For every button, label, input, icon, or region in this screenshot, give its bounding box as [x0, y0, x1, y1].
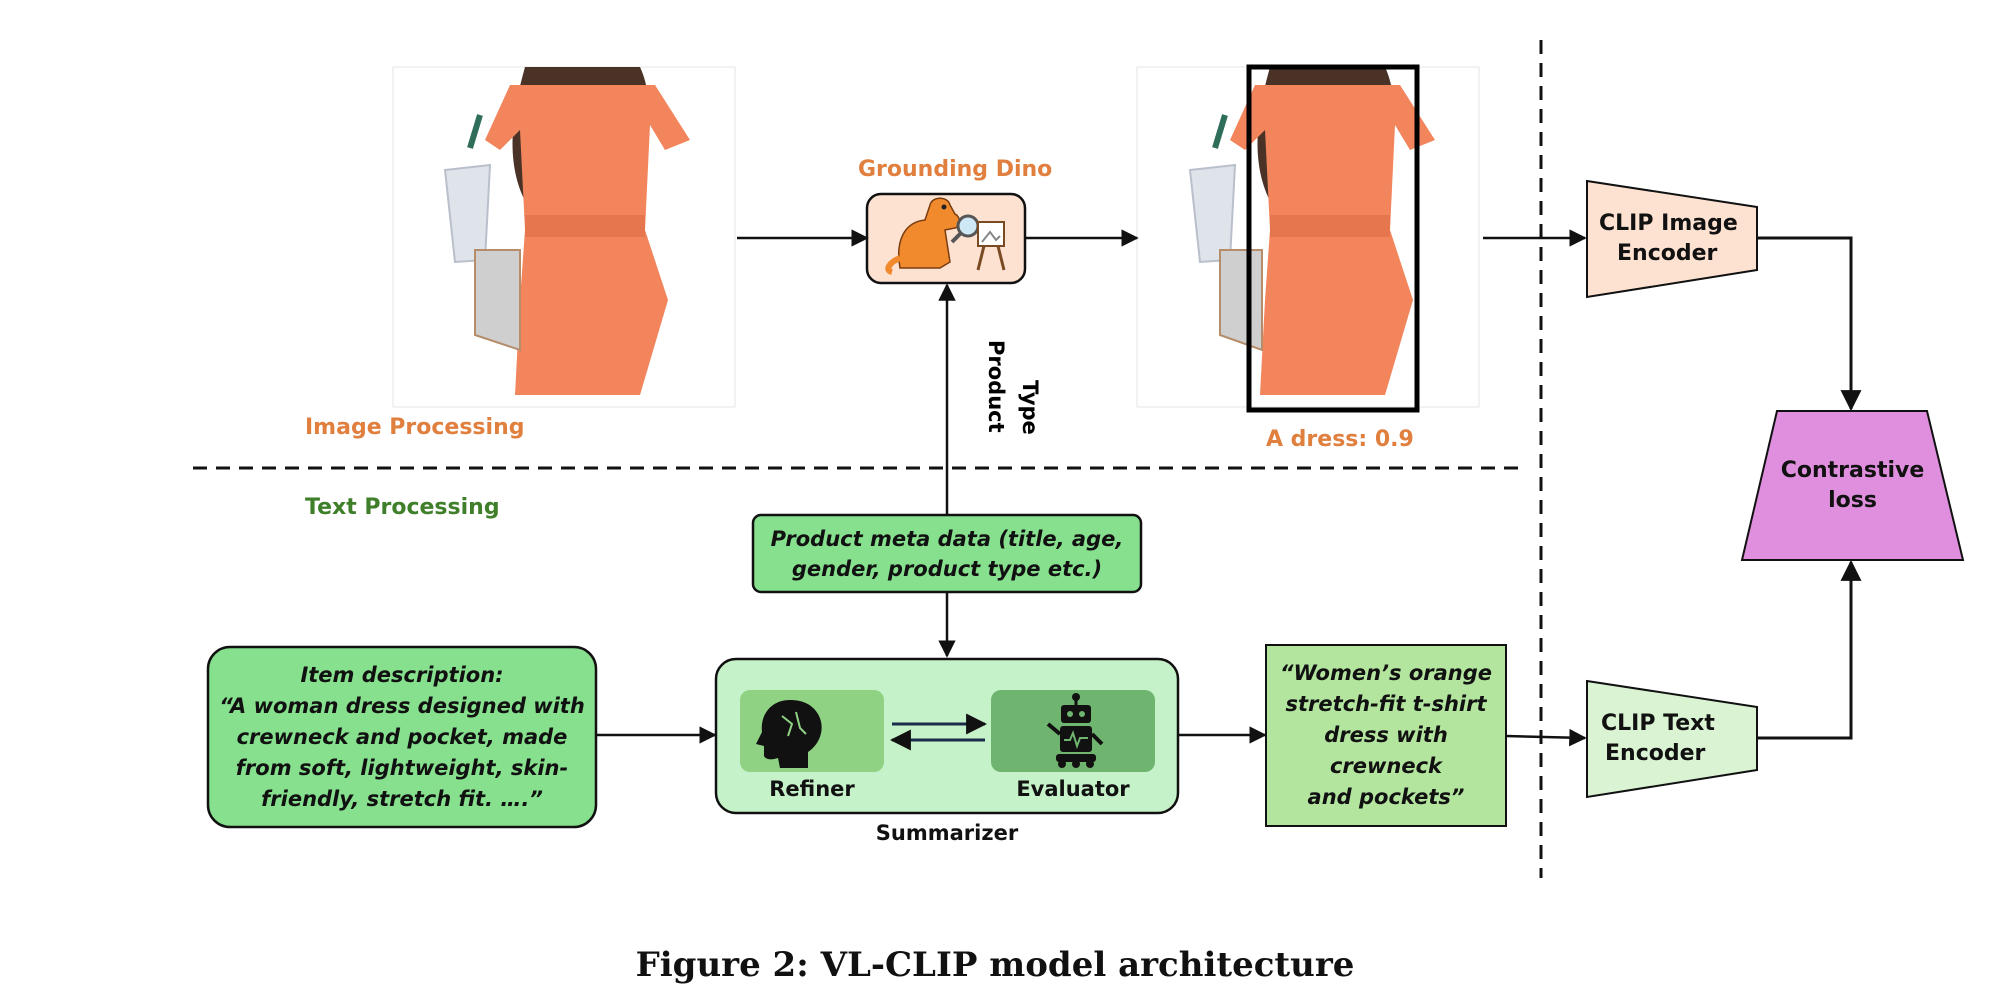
meta-data-text: Product meta data (title, age, gender, p… — [753, 515, 1141, 592]
contrastive-loss-line: loss — [1828, 487, 1877, 513]
detection-bounding-box — [1246, 64, 1420, 413]
item-description-line: crewneck and pocket, made — [236, 724, 568, 749]
dinosaur-magnifier-icon — [885, 197, 1006, 275]
detection-score-label: A dress: 0.9 — [1266, 427, 1414, 452]
item-description-line: from soft, lightweight, skin- — [235, 755, 569, 780]
item-description-line: friendly, stretch fit. ….” — [261, 786, 543, 811]
summary-line: dress with crewneck — [1324, 723, 1448, 778]
contrastive-loss-shape — [1740, 410, 1965, 561]
contrastive-loss-text: Contrastive loss — [1742, 411, 1963, 560]
meta-data-line: Product meta data (title, age, — [770, 526, 1124, 551]
summarizer-label: Summarizer — [875, 821, 1019, 845]
arrow-summary-to-text-encoder — [1505, 728, 1587, 747]
text-processing-label: Text Processing — [305, 495, 500, 520]
robot-icon — [1046, 693, 1104, 768]
clip-image-encoder-shape — [1586, 179, 1758, 299]
figure-caption: Figure 2: VL-CLIP model architecture — [635, 945, 1355, 985]
meta-data-box — [751, 513, 1143, 594]
clip-image-encoder-text: CLIP Image Encoder — [1587, 196, 1757, 282]
clip-image-encoder-line: CLIP Image — [1599, 211, 1738, 236]
arrow-text-encoder-to-loss — [1757, 559, 1862, 740]
item-description-text: Item description: “A woman dress designe… — [208, 647, 596, 827]
contrastive-loss-line: Contrastive — [1780, 457, 1925, 483]
brain-head-icon — [756, 700, 822, 768]
item-description-line: Item description: — [300, 662, 504, 687]
summary-line: “Women’s orange — [1279, 661, 1492, 685]
product-photo-original — [392, 66, 736, 408]
image-processing-label: Image Processing — [305, 415, 525, 440]
evaluator-label: Evaluator — [1016, 777, 1130, 801]
refiner-label: Refiner — [769, 777, 855, 801]
summary-text: “Women’s orange stretch-fit t-shirt dres… — [1266, 645, 1506, 826]
summary-line: stretch-fit t-shirt — [1285, 692, 1487, 716]
arrow-image-encoder-to-loss — [1757, 236, 1862, 412]
product-type-label: Product Type — [958, 340, 1048, 435]
clip-text-encoder-text: CLIP Text Encoder — [1587, 696, 1757, 782]
grounding-dino-label: Grounding Dino — [858, 157, 1053, 182]
product-photo-detected — [1136, 64, 1480, 413]
product-type-line-1: Product — [984, 340, 1008, 433]
clip-text-encoder-line: CLIP Text — [1601, 711, 1715, 736]
clip-text-encoder-shape — [1586, 679, 1758, 799]
summary-line: and pockets” — [1307, 785, 1465, 809]
item-description-box — [206, 645, 598, 829]
product-type-line-2: Type — [1018, 380, 1042, 435]
clip-image-encoder-line: Encoder — [1617, 241, 1718, 266]
summary-box — [1265, 644, 1507, 827]
item-description-line: “A woman dress designed with — [219, 693, 585, 718]
clip-text-encoder-line: Encoder — [1605, 741, 1706, 766]
meta-data-line: gender, product type etc.) — [791, 556, 1103, 581]
grounding-dino-box — [865, 192, 1027, 285]
